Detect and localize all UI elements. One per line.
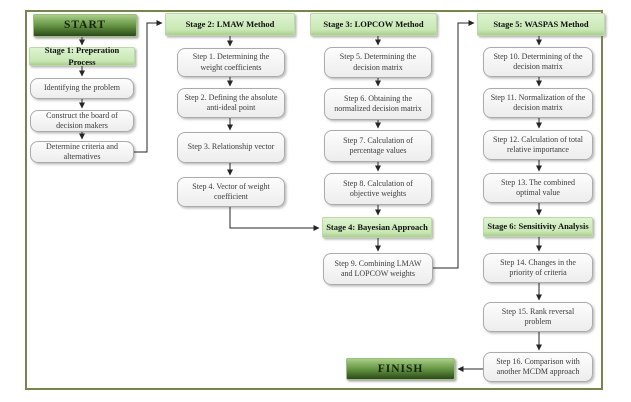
step-8: Step 8. Calculation of objective weights	[324, 173, 432, 205]
step-10: Step 10. Determining of the decision mat…	[483, 47, 593, 77]
stage-5-header: Stage 5: WASPAS Method	[477, 13, 605, 36]
stage-6-header: Stage 6: Sensitivity Analysis	[483, 217, 593, 237]
finish-terminal: FINISH	[346, 358, 455, 380]
step-14: Step 14. Changes in the priority of crit…	[483, 253, 593, 283]
step-6: Step 6. Obtaining the normalized decisio…	[324, 88, 432, 120]
step-construct-board: Construct the board of decision makers	[30, 110, 134, 132]
step-2: Step 2. Defining the absolute anti-ideal…	[177, 88, 285, 118]
step-3: Step 3. Relationship vector	[177, 132, 285, 163]
step-7: Step 7. Calculation of percentage values	[324, 130, 432, 162]
step-determine-criteria: Determine criteria and alternatives	[30, 141, 134, 163]
step-1: Step 1. Determining the weight coefficie…	[177, 48, 285, 77]
step-5: Step 5. Determining the decision matrix	[324, 47, 432, 78]
stage-1-header: Stage 1: Preperation Process	[29, 45, 135, 67]
stage-3-header: Stage 3: LOPCOW Method	[310, 13, 437, 36]
step-13: Step 13. The combined optimal value	[483, 173, 593, 203]
stage-4-header: Stage 4: Bayesian Approach	[322, 217, 432, 238]
step-4: Step 4. Vector of weight coefficient	[177, 177, 285, 207]
step-9: Step 9. Combining LMAW and LOPCOW weight…	[323, 253, 433, 285]
step-15: Step 15. Rank reversal problem	[483, 302, 593, 332]
start-terminal: START	[33, 14, 137, 37]
stage-2-header: Stage 2: LMAW Method	[165, 13, 295, 36]
step-12: Step 12. Calculation of total relative i…	[483, 130, 593, 160]
step-identify-problem: Identifying the problem	[30, 78, 134, 99]
step-11: Step 11. Normalization of the decision m…	[483, 88, 593, 118]
step-16: Step 16. Comparison with another MCDM ap…	[483, 352, 593, 382]
